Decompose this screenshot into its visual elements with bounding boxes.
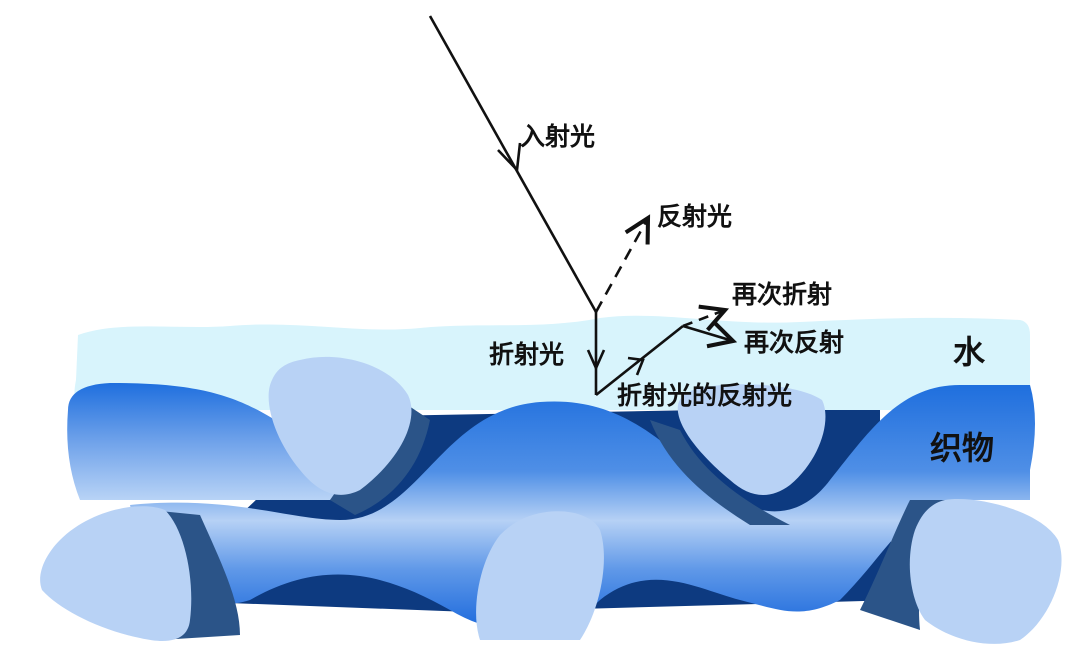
yarn-end-1 bbox=[268, 356, 412, 495]
re-refraction-label: 再次折射 bbox=[732, 280, 833, 309]
incident-ray-label: 入射光 bbox=[520, 122, 596, 151]
reflected-ray bbox=[594, 214, 651, 313]
re-reflection-label: 再次反射 bbox=[744, 328, 845, 357]
yarn-end-2 bbox=[677, 384, 826, 496]
yarn-end-5 bbox=[909, 499, 1062, 644]
re-refraction-ray bbox=[682, 304, 730, 332]
refracted-ray-label: 折射光 bbox=[489, 340, 565, 369]
fabric-layer-label: 织物 bbox=[930, 429, 995, 467]
water-layer-label: 水 bbox=[953, 333, 986, 371]
refracted-arrow-icon bbox=[586, 349, 606, 372]
yarn-end-4 bbox=[476, 511, 604, 640]
yarn-shadow-2 bbox=[650, 420, 790, 525]
top-yarn-left bbox=[67, 383, 360, 500]
reflected-ray-label: 反射光 bbox=[657, 202, 733, 231]
weave-yarn bbox=[130, 385, 1035, 632]
re-reflection-ray bbox=[682, 320, 738, 349]
yarn-end-3 bbox=[40, 506, 192, 641]
refracted-reflection-label: 折射光的反射光 bbox=[617, 381, 793, 410]
refracted-reflection-arrow-icon bbox=[627, 356, 645, 376]
incident-arrow-icon bbox=[497, 142, 522, 173]
